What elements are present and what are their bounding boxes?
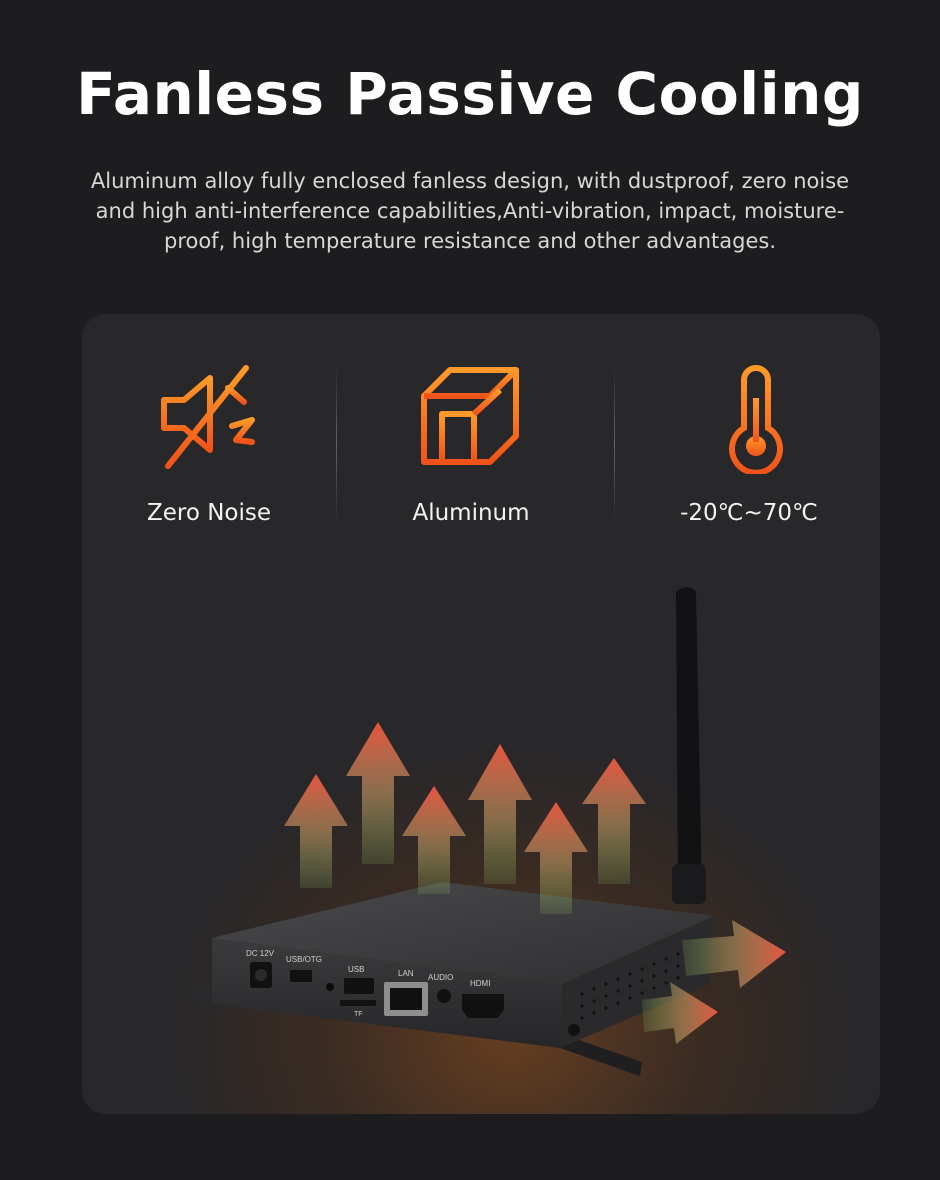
side-port — [568, 1024, 580, 1036]
port-label-hdmi: HDMI — [470, 979, 490, 988]
feature-aluminum: Aluminum — [344, 362, 598, 542]
port-label-lan: LAN — [398, 969, 414, 978]
port-label-usb: USB — [348, 965, 364, 974]
port-panel: DC 12V USB/OTG USB TF LAN AUDIO HDMI — [246, 949, 504, 1018]
usb-otg-port — [290, 970, 312, 982]
port-label-dc: DC 12V — [246, 949, 275, 958]
divider — [614, 364, 615, 524]
mount-ear-right — [560, 1034, 642, 1076]
feature-label-temperature: -20℃~70℃ — [680, 500, 818, 526]
port-label-audio: AUDIO — [428, 973, 453, 982]
port-label-usb-otg: USB/OTG — [286, 955, 322, 964]
heat-arrows-up — [284, 722, 646, 914]
hdmi-port — [462, 994, 504, 1018]
heat-arrows-side — [642, 920, 786, 1044]
port-label-tf: TF — [354, 1011, 363, 1018]
page-title: Fanless Passive Cooling — [76, 60, 864, 128]
mount-ear-left — [190, 982, 216, 1012]
device-body — [212, 882, 714, 1048]
page-description: Aluminum alloy fully enclosed fanless de… — [90, 169, 850, 253]
antenna — [672, 587, 706, 904]
usb-port — [344, 978, 374, 994]
feature-label-aluminum: Aluminum — [412, 500, 530, 526]
audio-jack — [437, 989, 451, 1003]
tf-slot — [340, 1000, 376, 1006]
muted-speaker-icon — [161, 365, 255, 469]
divider — [336, 364, 337, 524]
aluminum-profile-icon — [421, 367, 519, 465]
feature-card: Zero Noise Aluminum — [82, 314, 880, 1114]
feature-temperature: -20℃~70℃ — [622, 362, 876, 542]
thermometer-icon — [711, 365, 783, 474]
device-illustration: DC 12V USB/OTG USB TF LAN AUDIO HDMI — [190, 587, 786, 1076]
feature-zero-noise: Zero Noise — [82, 362, 336, 542]
feature-label-zero-noise: Zero Noise — [146, 500, 272, 526]
